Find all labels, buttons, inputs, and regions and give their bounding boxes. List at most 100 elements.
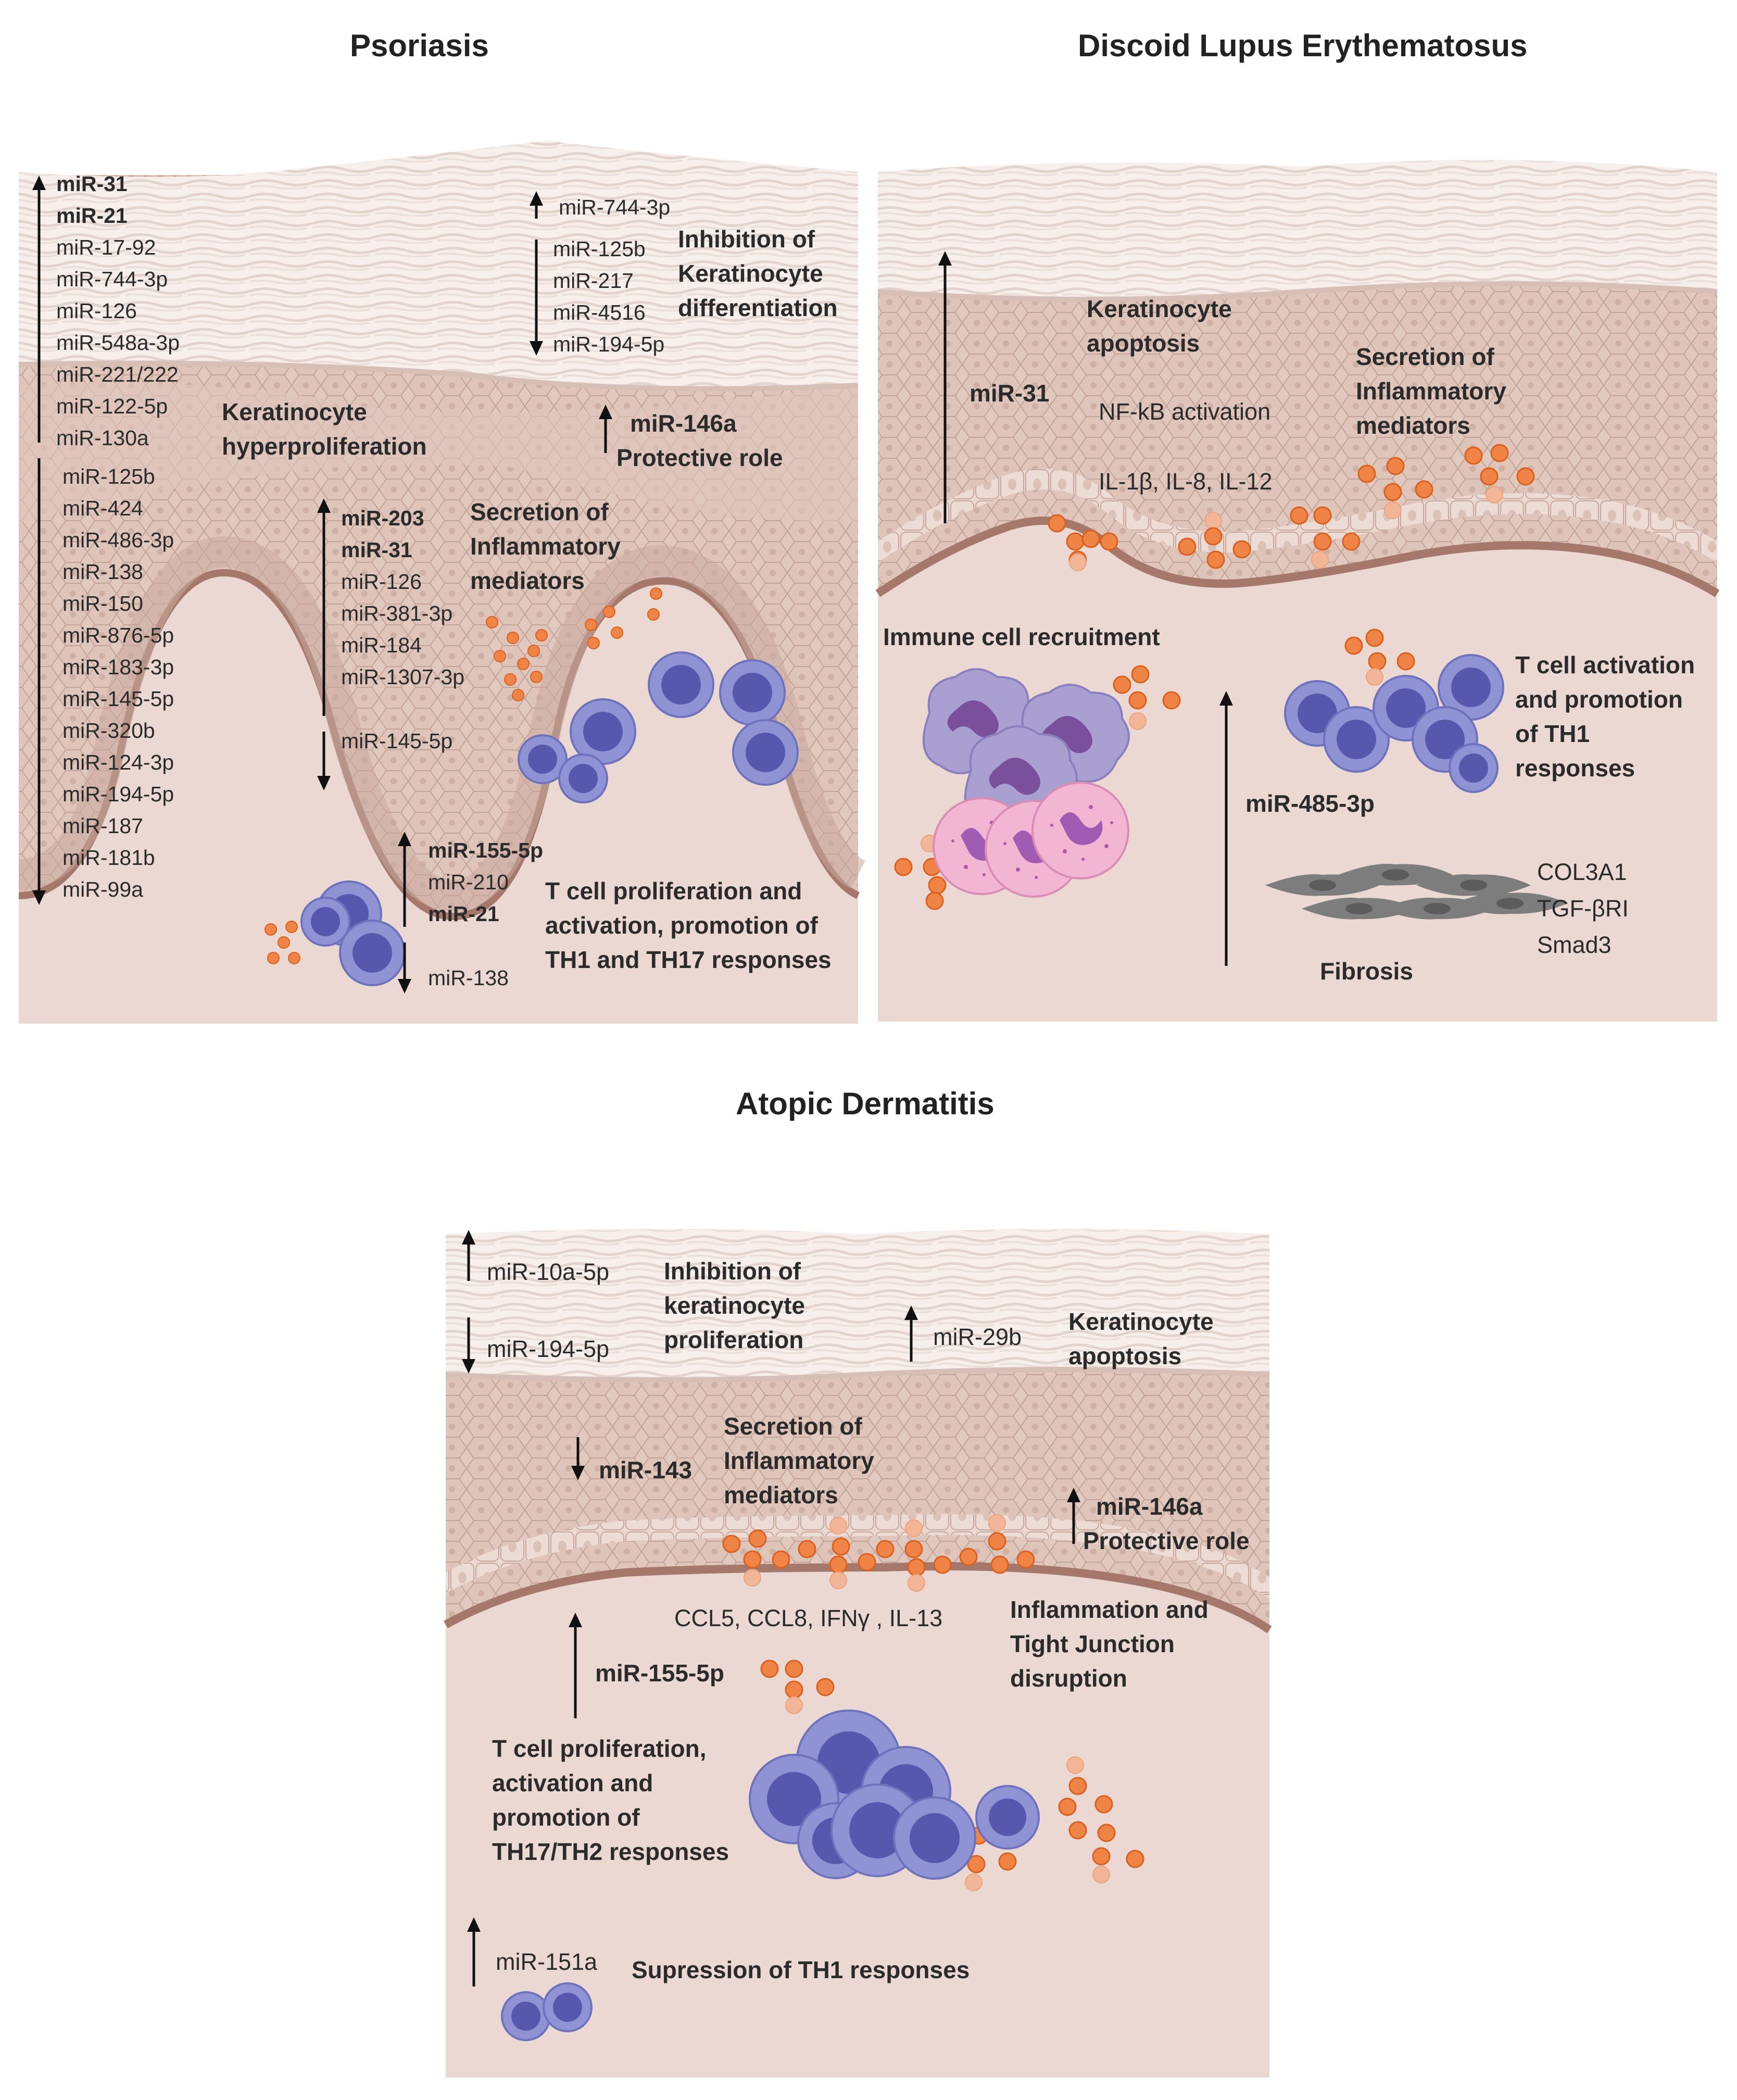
mirna: miR-486-3p — [62, 528, 174, 552]
ad-mir155: miR-155-5p — [595, 1659, 724, 1687]
label-line: Secretion of — [470, 498, 609, 525]
ad-mir146a: miR-146a — [1096, 1493, 1203, 1520]
ad-mir194: miR-194-5p — [487, 1336, 610, 1362]
psoriasis-diff-up-mirna: miR-744-3p — [559, 195, 671, 219]
ad-prolif-label: Inhibition of keratinocyte proliferation — [664, 1254, 805, 1357]
label-line: of TH1 — [1515, 720, 1590, 747]
psoriasis-hyper-label: Keratinocyte hyperproliferation — [222, 395, 427, 463]
gene: Smad3 — [1537, 932, 1612, 958]
label-line: activation and — [492, 1769, 653, 1796]
label-line: and promotion — [1515, 686, 1683, 713]
label-line: activation, promotion of — [545, 912, 818, 939]
mirna: miR-217 — [553, 269, 634, 293]
mirna: miR-122-5p — [56, 394, 168, 418]
label-line: mediators — [1356, 412, 1470, 439]
dle-fibrosis-genes: COL3A1 TGF-βRI Smad3 — [1537, 854, 1629, 963]
mirna: miR-150 — [62, 592, 143, 615]
psoriasis-infl-down-mirna: miR-145-5p — [341, 729, 453, 753]
gene: COL3A1 — [1537, 859, 1627, 885]
label-line: T cell proliferation, — [492, 1735, 707, 1762]
mirna: miR-130a — [56, 426, 149, 450]
ad-tcell-label: T cell proliferation, activation and pro… — [492, 1731, 729, 1869]
psoriasis-up-mirna-list: miR-31 miR-21 miR-17-92 miR-744-3p miR-1… — [56, 168, 180, 454]
psoriasis-down-mirna-list: miR-125b miR-424 miR-486-3p miR-138 miR-… — [62, 461, 174, 906]
label-line: responses — [1515, 755, 1635, 782]
mirna: miR-17-92 — [56, 235, 156, 259]
label-line: Keratinocyte — [678, 260, 823, 287]
label-line: Keratinocyte — [1068, 1308, 1214, 1335]
dle-tcell-label: T cell activation and promotion of TH1 r… — [1515, 648, 1695, 785]
label-line: apoptosis — [1068, 1342, 1182, 1369]
dle-nfkb: NF-kB activation — [1099, 398, 1271, 425]
label-line: proliferation — [664, 1326, 804, 1353]
mirna: miR-424 — [62, 496, 143, 520]
dle-secretion-label: Secretion of Inflammatory mediators — [1356, 339, 1506, 443]
label-line: hyperproliferation — [222, 433, 427, 460]
mirna: miR-155-5p — [428, 838, 544, 862]
dle-fibrosis-label: Fibrosis — [1320, 958, 1413, 985]
label-line: Keratinocyte — [222, 398, 367, 425]
mirna: miR-126 — [341, 570, 422, 594]
psoriasis-tcell-up-list: miR-155-5p miR-210 miR-21 — [428, 835, 543, 930]
label-line: T cell proliferation and — [545, 877, 802, 904]
label-line: Keratinocyte — [1087, 295, 1232, 322]
mirna: miR-203 — [341, 506, 424, 530]
label-line: disruption — [1010, 1665, 1127, 1692]
mirna: miR-744-3p — [56, 267, 168, 291]
mirna: miR-876-5p — [62, 623, 174, 647]
mirna: miR-183-3p — [62, 655, 174, 679]
ad-secretion-label: Secretion of Inflammatory mediators — [724, 1409, 874, 1512]
mirna: miR-138 — [62, 560, 143, 584]
ad-tj-label: Inflammation and Tight Junction disrupti… — [1010, 1592, 1209, 1695]
psoriasis-protect-label: Protective role — [616, 444, 783, 471]
gene: TGF-βRI — [1537, 895, 1629, 922]
label-line: TH1 and TH17 responses — [545, 946, 832, 973]
ad-mir29b: miR-29b — [933, 1324, 1022, 1350]
mirna: miR-194-5p — [62, 782, 174, 806]
ad-supp-label: Supression of TH1 responses — [632, 1956, 970, 1983]
label-line: apoptosis — [1087, 330, 1200, 357]
psoriasis-infl-label: Secretion of Inflammatory mediators — [470, 495, 621, 598]
label-line: Inflammatory — [1356, 378, 1506, 405]
dle-mir31: miR-31 — [970, 380, 1050, 407]
ad-skin — [444, 1229, 1272, 2078]
label-line: TH17/TH2 responses — [492, 1838, 729, 1865]
mirna: miR-4516 — [553, 300, 646, 324]
label-line: promotion of — [492, 1804, 640, 1831]
psoriasis-tcell-label: T cell proliferation and activation, pro… — [545, 874, 832, 977]
label-line: Secretion of — [724, 1413, 862, 1440]
ad-mir151a: miR-151a — [496, 1948, 598, 1975]
psoriasis-protect-mirna: miR-146a — [630, 410, 737, 437]
label-line: mediators — [724, 1481, 838, 1508]
mirna: miR-126 — [56, 299, 137, 323]
mirna: miR-21 — [56, 204, 128, 228]
dle-immune-label: Immune cell recruitment — [883, 623, 1160, 650]
psoriasis-diff-down-list: miR-125b miR-217 miR-4516 miR-194-5p — [553, 233, 664, 360]
label-line: Inflammatory — [470, 533, 621, 560]
mirna: miR-125b — [62, 464, 155, 488]
psoriasis-tcell-down-mirna: miR-138 — [428, 966, 509, 990]
label-line: differentiation — [678, 294, 838, 321]
title-dle: Discoid Lupus Erythematosus — [1078, 28, 1528, 63]
dle-mir485: miR-485-3p — [1245, 790, 1375, 817]
label-line: Tight Junction — [1010, 1630, 1175, 1657]
mirna: miR-194-5p — [553, 332, 665, 356]
label-line: keratinocyte — [664, 1292, 805, 1319]
ad-apoptosis-label: Keratinocyte apoptosis — [1068, 1304, 1214, 1373]
mirna: miR-181b — [62, 846, 155, 870]
mirna: miR-125b — [553, 237, 646, 261]
regulation-arrows — [32, 175, 1233, 1986]
label-line: Secretion of — [1356, 343, 1494, 370]
mirna: miR-187 — [62, 814, 143, 838]
dle-skin — [875, 160, 1720, 1022]
mirna: miR-210 — [428, 870, 509, 894]
mirna: miR-145-5p — [62, 687, 174, 711]
label-line: Inhibition of — [678, 225, 815, 253]
mirna: miR-124-3p — [62, 750, 174, 774]
mirna: miR-99a — [62, 877, 143, 901]
psoriasis-skin — [18, 141, 866, 1024]
psoriasis-diff-label: Inhibition of Keratinocyte differentiati… — [678, 222, 838, 325]
psoriasis-infl-up-list: miR-203 miR-31 miR-126 miR-381-3p miR-18… — [341, 502, 464, 693]
mirna: miR-221/222 — [56, 362, 179, 386]
